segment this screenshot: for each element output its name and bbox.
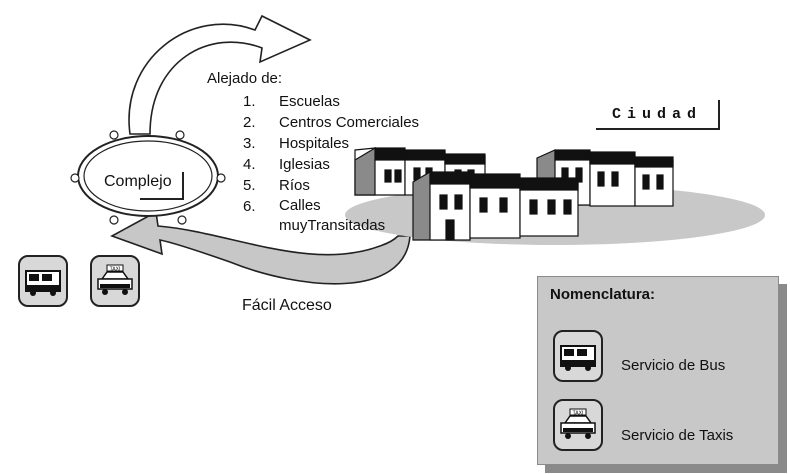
list-item: 3.Hospitales xyxy=(243,135,350,152)
bus-icon xyxy=(553,330,603,382)
list-item: 2.Centros Comerciales xyxy=(243,114,420,131)
taxi-sign-text: TAXI xyxy=(110,267,121,273)
bottom-curved-arrow xyxy=(110,210,411,285)
access-label: Fácil Acceso xyxy=(242,297,332,314)
list-item: 5.Ríos xyxy=(243,177,310,194)
city-label: Ciudad xyxy=(596,100,720,130)
taxi-sign-text: TAXI xyxy=(573,411,584,417)
bus-icon xyxy=(18,255,68,307)
top-curved-arrow xyxy=(128,14,312,135)
legend-title: Nomenclatura: xyxy=(550,286,656,303)
legend-panel: Nomenclatura: Servicio de Bus TAXI Servi… xyxy=(537,276,779,465)
list-item: 1.Escuelas xyxy=(243,93,340,110)
complex-label: Complejo xyxy=(104,173,172,190)
legend-item-taxi: Servicio de Taxis xyxy=(621,427,734,444)
list-item: 4.Iglesias xyxy=(243,156,330,173)
city-houses xyxy=(354,146,674,241)
list-item: 6.Calles muyTransitadas xyxy=(243,197,386,234)
legend-item-bus: Servicio de Bus xyxy=(621,357,726,374)
list-title: Alejado de: xyxy=(207,70,283,87)
taxi-icon: TAXI xyxy=(553,399,603,451)
complex-ellipse xyxy=(70,130,226,225)
taxi-icon: TAXI xyxy=(90,255,140,307)
avoid-list: 1.Escuelas 2.Centros Comerciales 3.Hospi… xyxy=(243,91,419,236)
